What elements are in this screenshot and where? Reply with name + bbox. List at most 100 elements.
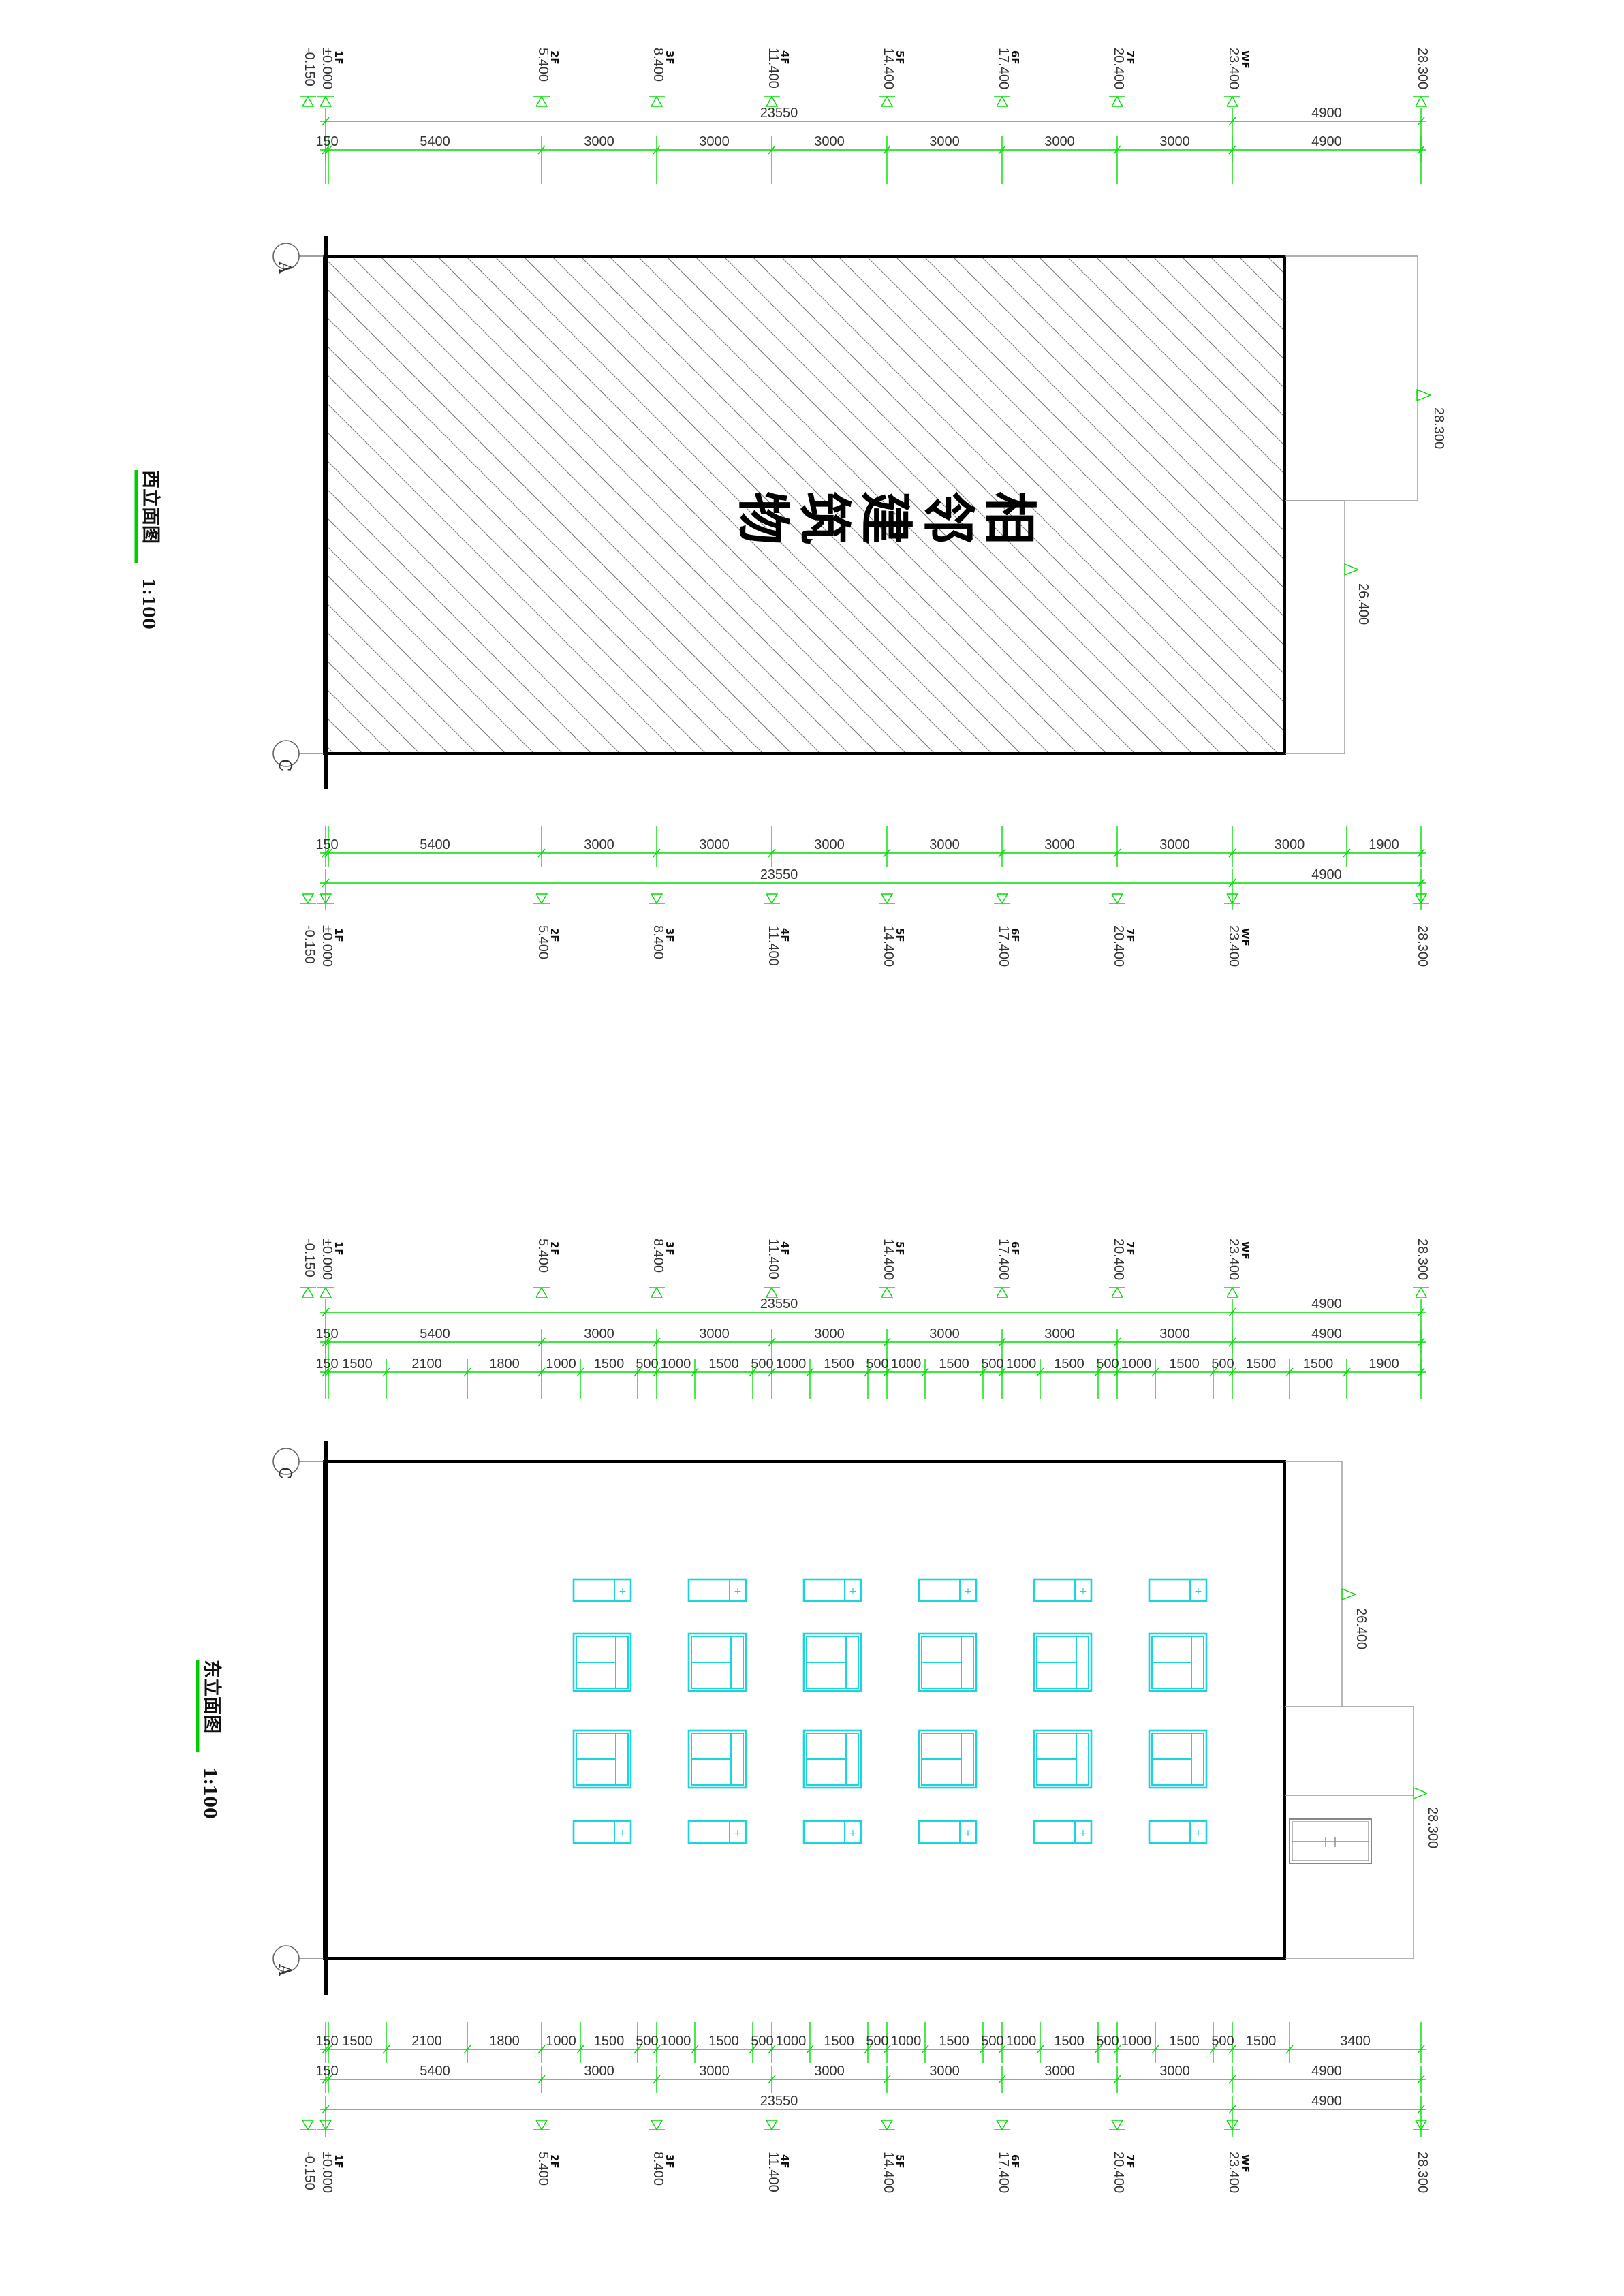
- east-bottom-segment-row-label: 3000: [814, 2064, 845, 2079]
- east-bottom-detail-row-label: 1500: [1054, 2034, 1084, 2049]
- east-top-detail-row-label: 500: [1211, 1356, 1234, 1371]
- west-bottom-segment-row-label: 150: [315, 837, 338, 852]
- level-value: -0.150: [302, 925, 317, 964]
- east-top-detail-row-label: 1000: [1121, 1356, 1152, 1371]
- east-bottom-detail-row-label: 1500: [1169, 2034, 1200, 2049]
- window-small: +: [918, 1820, 978, 1844]
- window-large: [918, 1632, 978, 1692]
- west-top-segment-row-label: 3000: [1159, 134, 1190, 149]
- level-marker: 28.300: [1413, 2120, 1430, 2193]
- axis-label-c-east: C: [275, 1467, 294, 1479]
- east-title-text: 东立面图: [201, 1660, 223, 1733]
- level-value: 8.400: [651, 925, 666, 959]
- west-top-segment-row-label: 150: [315, 134, 338, 149]
- east-top-segment-row-label: 3000: [929, 1327, 960, 1341]
- window-large: [1033, 1729, 1093, 1789]
- east-side-level-26400-label: 26.400: [1354, 1608, 1369, 1649]
- east-bottom-detail-row-label: 1000: [891, 2034, 922, 2049]
- level-floor-label: 3F: [663, 1241, 676, 1256]
- window-large: [1033, 1632, 1093, 1692]
- level-floor-label: 5F: [894, 1241, 906, 1256]
- east-top-detail-row-label: 1800: [489, 1356, 520, 1371]
- window-small: +: [687, 1578, 747, 1602]
- level-floor-label: WF: [1239, 2154, 1251, 2173]
- window-small: +: [1148, 1820, 1208, 1844]
- level-floor-label: 7F: [1124, 50, 1136, 65]
- level-floor-label: 6F: [1009, 928, 1021, 942]
- east-bottom-detail-row-label: 1500: [342, 2034, 373, 2049]
- window-column: ++: [918, 1578, 978, 1844]
- west-top-segment-row-label: 3000: [584, 134, 614, 149]
- west-bottom-segment-row-label: 1900: [1369, 837, 1399, 852]
- east-bottom-detail-row-label: 1000: [776, 2034, 807, 2049]
- level-value: 20.400: [1111, 48, 1126, 89]
- level-value: 23.400: [1226, 48, 1241, 89]
- east-top-detail-row-label: 1000: [1006, 1356, 1037, 1371]
- east-top-detail-row-label: 1500: [708, 1356, 739, 1371]
- svg-text:+: +: [734, 1828, 742, 1839]
- window-large: [572, 1729, 632, 1789]
- level-floor-label: WF: [1239, 928, 1251, 946]
- west-bottom-total-row-label: 23550: [760, 867, 798, 882]
- east-top-detail-row-label: 500: [1096, 1356, 1119, 1371]
- neighbor-label-char: 建: [854, 491, 916, 544]
- east-bottom-segment-row-label: 3000: [929, 2064, 960, 2079]
- west-side-level-26400-label: 26.400: [1356, 583, 1371, 625]
- svg-text:+: +: [619, 1586, 627, 1597]
- east-top-segment-row-label: 3000: [584, 1327, 614, 1341]
- level-floor-label: 2F: [548, 1241, 561, 1256]
- window-small: +: [687, 1820, 747, 1844]
- east-top-detail-row-label: 1000: [661, 1356, 691, 1371]
- east-top-detail-row-label: 1500: [1303, 1356, 1334, 1371]
- east-elevation-title: 东立面图 1:100: [196, 1660, 223, 1819]
- level-marker: -0.150: [300, 48, 317, 107]
- west-top-total-row-label: 4900: [1311, 106, 1342, 121]
- window-small: +: [1033, 1578, 1093, 1602]
- window-column: ++: [1148, 1578, 1208, 1844]
- east-bottom-detail-row-label: 500: [636, 2034, 658, 2049]
- east-bottom-segment-row-label: 3000: [1159, 2064, 1190, 2079]
- level-floor-label: WF: [1239, 1241, 1251, 1260]
- window-large: [918, 1729, 978, 1789]
- east-top-detail-row-label: 1500: [1246, 1356, 1277, 1371]
- svg-text:+: +: [619, 1828, 627, 1839]
- west-bottom-segment-row-label: 3000: [584, 837, 614, 852]
- level-value: 11.400: [766, 925, 781, 966]
- level-value: 23.400: [1226, 925, 1241, 967]
- east-bottom-detail-row-label: 1000: [1121, 2034, 1152, 2049]
- window-small: +: [918, 1578, 978, 1602]
- east-windows: ++++++++++++: [572, 1578, 1208, 1844]
- east-roof-outline: [1285, 1461, 1414, 1959]
- east-bottom-detail-row-label: 1500: [594, 2034, 625, 2049]
- west-elevation-title: 西立面图 1:100: [134, 470, 161, 630]
- west-bottom-segment-row-label: 3000: [1275, 837, 1305, 852]
- window-column: ++: [1033, 1578, 1093, 1844]
- axis-bubble-a-west: A: [272, 243, 324, 274]
- east-top-segment-row-label: 4900: [1311, 1327, 1342, 1341]
- window-large: [1148, 1632, 1208, 1692]
- level-floor-label: 4F: [779, 928, 791, 942]
- west-bottom-segment-row-label: 3000: [929, 837, 960, 852]
- level-value: 17.400: [996, 48, 1011, 89]
- level-floor-label: 7F: [1124, 1241, 1136, 1256]
- svg-text:+: +: [849, 1586, 857, 1597]
- east-side-level-28300: 28.300: [1413, 1786, 1440, 1848]
- east-bottom-total-row-label: 4900: [1311, 2094, 1342, 2109]
- level-floor-label: 3F: [663, 928, 676, 942]
